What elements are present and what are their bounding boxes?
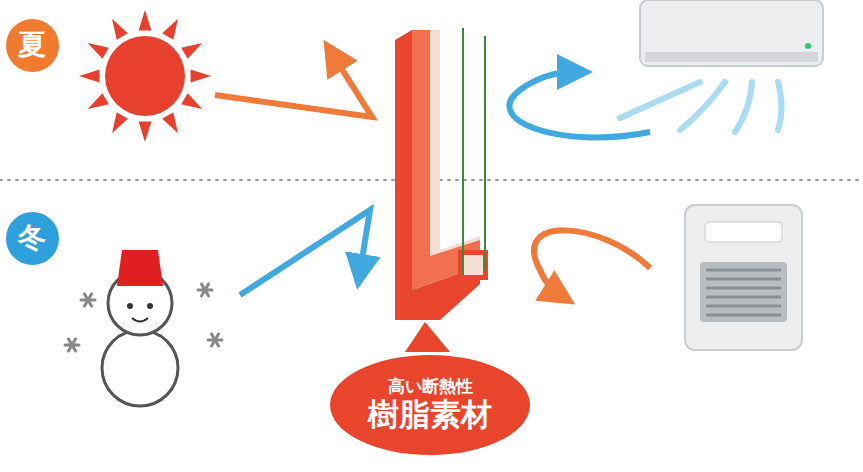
node-label: 冬 bbox=[18, 222, 46, 254]
cool-arrow bbox=[509, 72, 650, 137]
window-frame bbox=[395, 28, 488, 320]
air-conditioner bbox=[620, 0, 823, 132]
sun bbox=[79, 10, 211, 142]
node-label: 夏 bbox=[18, 29, 46, 61]
sun-arrow bbox=[215, 55, 372, 117]
heater bbox=[685, 205, 802, 350]
cold-arrow bbox=[240, 210, 370, 295]
warm-arrow bbox=[534, 230, 650, 295]
snowman bbox=[65, 250, 222, 406]
speech-bubble: 高い断熱性樹脂素材 bbox=[330, 355, 530, 455]
season-badge: 冬 bbox=[6, 212, 59, 265]
bubble-subtitle: 高い断熱性 bbox=[388, 377, 473, 397]
bubble-pointer bbox=[405, 322, 450, 352]
season-badge: 夏 bbox=[6, 19, 59, 72]
node-label: 樹脂素材 bbox=[368, 397, 492, 433]
